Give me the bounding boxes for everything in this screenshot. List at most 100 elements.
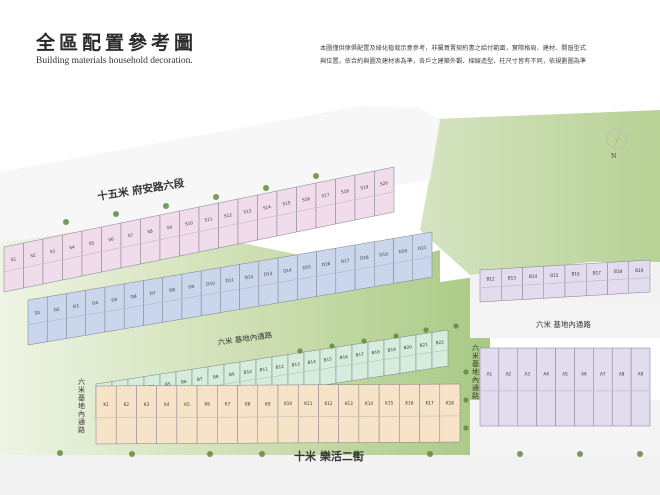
d-block-unit-d13 [258,257,279,307]
k-block-unit-k17 [419,383,441,443]
d-block-unit-label-d16: D16 [321,261,331,267]
s-block-unit-divider [160,235,179,240]
s-block-unit-divider [297,207,316,212]
b-block-unit-divider [368,359,384,363]
k-block-unit-label-k10: K10 [284,401,292,406]
s-block-unit-divider [277,211,296,216]
e-block-unit-b15 [543,264,566,299]
b-block-unit-divider [352,361,368,365]
k-block-unit-label-k6: K6 [205,402,211,407]
b-block-unit-label-b22: B22 [435,339,444,345]
s-block-unit-s13 [237,194,258,245]
tree-icon [637,451,643,457]
k-block-unit-k9 [257,384,279,444]
s-block-unit-s17 [315,178,336,229]
s-block-unit-s9 [159,210,180,261]
a-block-unit-a3 [517,347,537,427]
k-block-unit-k6 [196,385,218,444]
south-road-area [0,455,660,495]
d-block-unit-divider [394,259,412,264]
k-block-unit-label-k7: K7 [225,402,231,407]
tree-icon [297,348,303,354]
b-block-unit-b22 [431,329,449,369]
s-block-unit-label-s1: S1 [10,256,16,262]
tree-row [57,173,643,457]
s-block-unit-divider [121,243,140,248]
e-block-unit-divider [608,278,628,281]
disclaimer-line-2: 與位置，依合約與圖及建材表為準，各戶之建築外觀、樑線造型、柱尺寸皆有不同，依規劃… [320,58,587,65]
s-block-unit-s7 [120,218,141,269]
tree-icon [313,173,319,179]
tree-icon [463,425,469,431]
a-block-unit-label-a9: A9 [638,371,644,376]
d-block-unit-d20 [393,234,414,284]
k-block-unit-label-k11: K11 [304,401,312,406]
d-block-unit-divider [105,308,124,312]
s-block-unit-divider [43,259,62,264]
k-block-unit-label-k13: K13 [345,401,353,406]
d-block-unit-label-d4: D4 [92,300,99,306]
e-block-unit-label-b19: B19 [635,268,644,273]
b-block-unit-label-b8: B8 [213,374,220,380]
e-block-unit-divider [480,286,501,288]
tree-icon [113,211,119,217]
a-block-unit-label-a6: A6 [581,371,587,376]
a-block-unit-label-a1: A1 [487,371,493,376]
e-block-unit-b16 [564,263,587,298]
s-block-unit-s6 [101,222,122,273]
north-road-area [0,106,440,242]
b-block-unit-label-b12: B12 [275,364,284,370]
b-block-unit-label-b7: B7 [197,376,204,382]
b-block-unit-divider [256,376,272,380]
k-block-unit-label-k15: K15 [385,401,393,406]
d-block-unit-divider [163,298,181,303]
tree-icon [427,451,433,457]
d-block-unit-divider [28,321,47,325]
tree-icon [259,451,265,457]
east-inner-road-label: 六米 基地內通路 [536,319,591,329]
tree-icon [393,333,399,339]
d-block-unit-label-d1: D1 [34,310,41,316]
s-block-unit-s15 [276,186,297,237]
e-block-unit-label-b18: B18 [614,269,623,274]
k-block-unit-k18 [439,383,461,443]
d-block-unit-divider [279,279,297,283]
e-block-unit-divider [544,282,565,285]
compass-ring [606,128,628,150]
a-block-unit-a4 [536,347,556,427]
d-block-unit-divider [202,292,220,296]
s-block-unit-s1 [3,242,24,293]
b-block-unit-label-b19: B19 [387,347,396,353]
a-block-unit-a2 [498,347,519,427]
s-block-unit-label-s20: S20 [380,180,389,186]
d-block-unit-d21 [412,231,433,281]
d-block-unit-d3 [66,289,86,339]
b-block-unit-divider [400,354,416,358]
south-road-label: 十米 樂活二街 [294,449,364,463]
b-block-unit-divider [416,352,432,355]
k-block-unit-k10 [277,384,299,444]
a-block-unit-a1 [479,347,500,427]
s-block-unit-divider [238,219,257,224]
k-block-unit-label-k14: K14 [365,401,373,406]
s-block-unit-label-s12: S12 [224,212,233,218]
e-block-unit-b17 [586,262,608,297]
s-block-unit-s16 [296,182,317,233]
k-block-unit-label-k5: K5 [184,402,190,407]
k-block-unit-k5 [176,385,198,444]
b-block-unit-label-b17: B17 [355,352,364,358]
disclaimer-note: 本圖僅供傢俱配置及綠化植栽示意參考，非屬買賣契約書之給付範圍，實際格局、建材、開… [320,42,632,68]
k-block-unit-label-k1: K1 [103,402,109,407]
a-block-unit-a5 [555,347,575,427]
s-block-unit-label-s14: S14 [263,204,272,210]
tree-icon [129,451,135,457]
k-block-unit-label-k8: K8 [245,401,251,406]
d-block-unit-divider [86,311,104,316]
d-block-unit-divider [125,305,143,309]
disclaimer-line-1: 本圖僅供傢俱配置及綠化植栽示意參考，非屬買賣契約書之給付範圍，實際格局、建材、開… [320,45,587,52]
b-block-unit-label-b21: B21 [419,342,428,348]
e-block-unit-b13 [501,267,523,302]
d-block-unit-divider [240,285,258,290]
b-block-unit-b20 [399,334,417,374]
b-block-unit-divider [320,366,336,370]
